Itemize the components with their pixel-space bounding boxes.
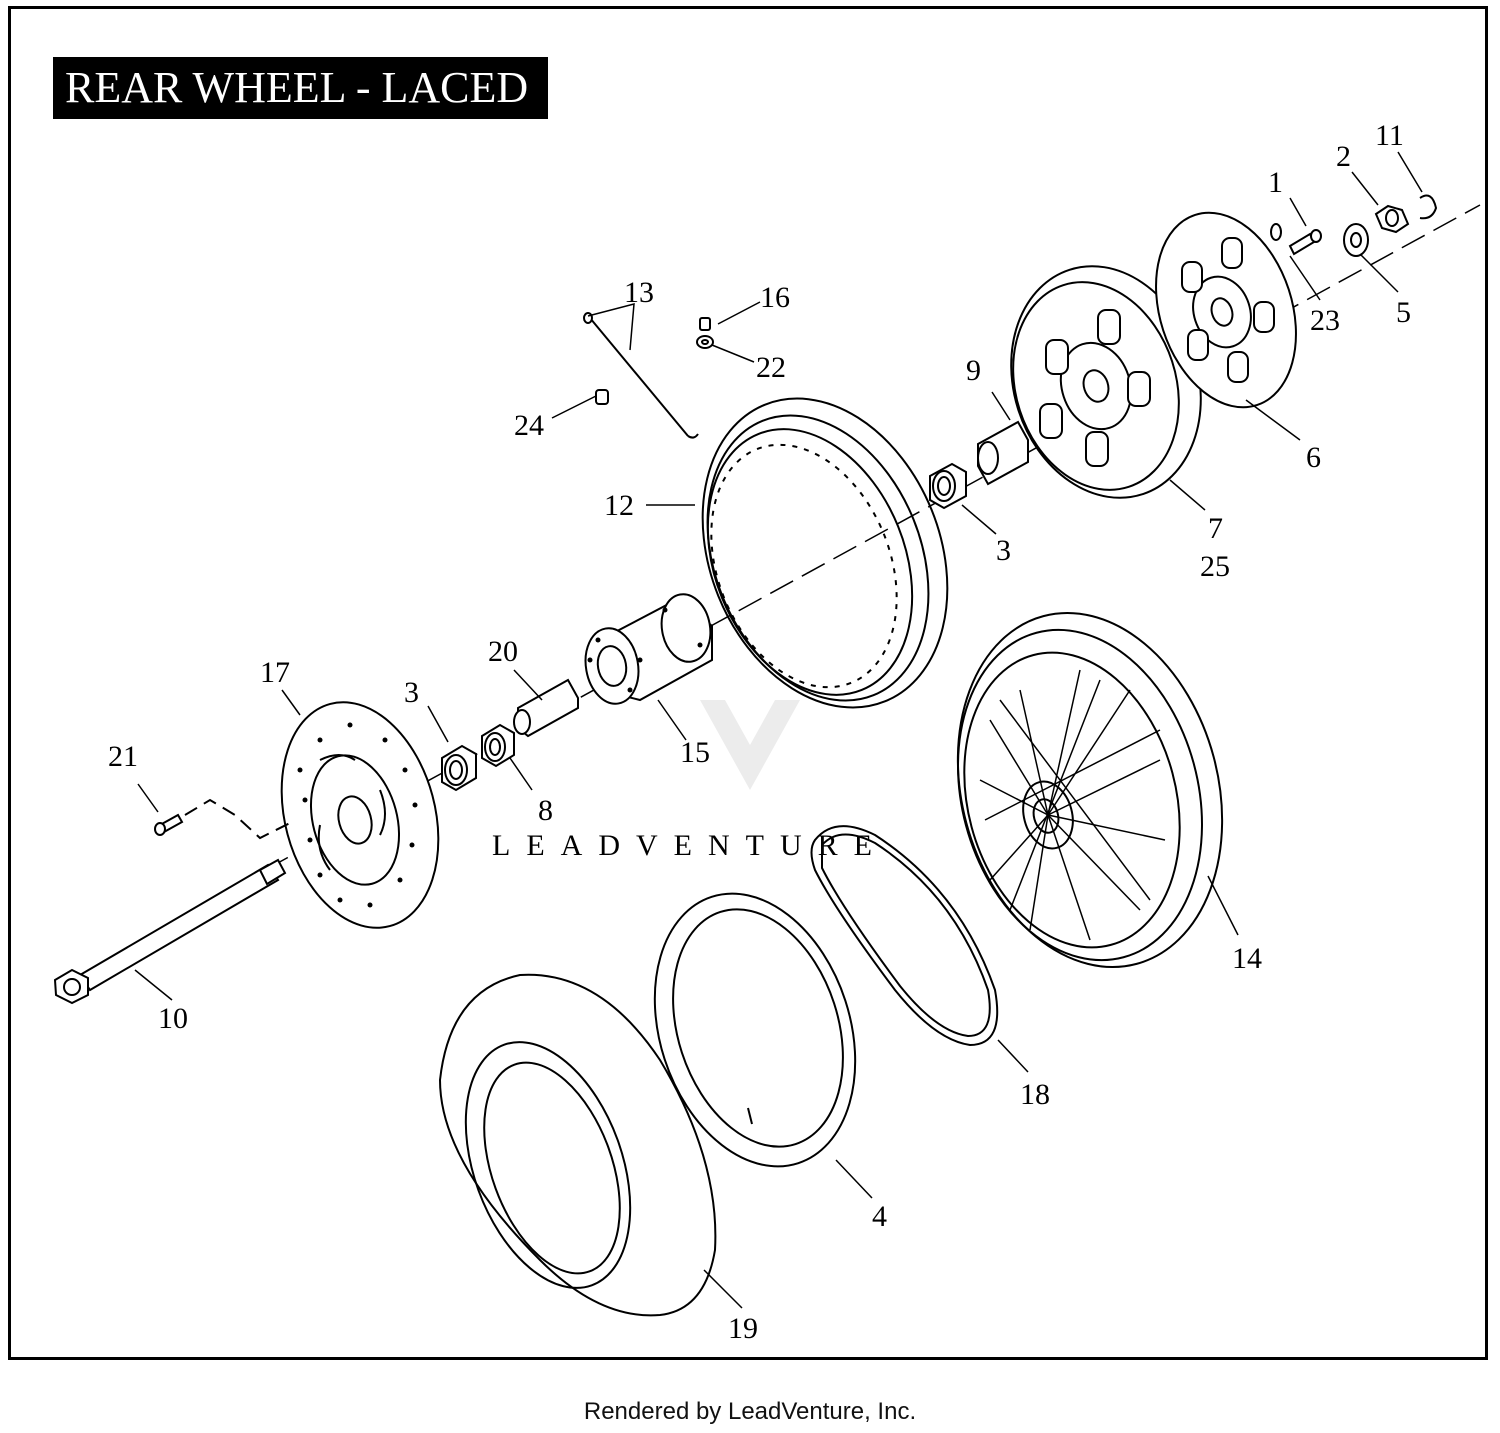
callout-19: 19 bbox=[728, 1312, 758, 1345]
inner-tube-part bbox=[653, 892, 857, 1168]
callout-25: 25 bbox=[1200, 550, 1230, 583]
valve-nut-part bbox=[696, 335, 714, 349]
watermark-logo bbox=[700, 700, 800, 790]
valve-cap-part bbox=[699, 317, 711, 331]
callout-13: 13 bbox=[624, 276, 654, 309]
page-title: REAR WHEEL - LACED bbox=[65, 63, 529, 112]
wheel-hub-part bbox=[584, 593, 713, 705]
callout-15: 15 bbox=[680, 736, 710, 769]
callout-22: 22 bbox=[756, 351, 786, 384]
pulley-bolt-part bbox=[1288, 229, 1322, 256]
small-washer-part bbox=[1270, 223, 1282, 241]
axle-washer-part bbox=[1343, 223, 1369, 257]
title-bar: REAR WHEEL - LACED bbox=[53, 57, 548, 119]
callout-2: 2 bbox=[1336, 140, 1351, 173]
callout-12: 12 bbox=[604, 489, 634, 522]
brake-rotor-part bbox=[280, 701, 440, 929]
spacer-sleeve-part bbox=[513, 678, 579, 738]
watermark: LEADVENTURE bbox=[492, 700, 888, 862]
callout-11: 11 bbox=[1375, 119, 1404, 152]
callout-7: 7 bbox=[1208, 512, 1223, 545]
left-bearing-part bbox=[441, 744, 477, 792]
rear-pulley-part bbox=[1010, 265, 1202, 499]
callout-21: 21 bbox=[108, 740, 138, 773]
rim-strip-part bbox=[810, 825, 999, 1047]
footer-credit: Rendered by LeadVenture, Inc. bbox=[583, 1398, 917, 1425]
callout-20: 20 bbox=[488, 635, 518, 668]
callout-14: 14 bbox=[1232, 942, 1262, 975]
leader-lines bbox=[134, 151, 1423, 1309]
wheel-rim-part bbox=[701, 397, 949, 709]
callout-17: 17 bbox=[260, 656, 290, 689]
callout-5: 5 bbox=[1396, 296, 1411, 329]
callout-3-right: 3 bbox=[996, 534, 1011, 567]
callout-3-left: 3 bbox=[404, 676, 419, 709]
callout-18: 18 bbox=[1020, 1078, 1050, 1111]
pulley-spacer-part bbox=[977, 420, 1029, 486]
callout-16: 16 bbox=[760, 281, 790, 314]
callout-9: 9 bbox=[966, 354, 981, 387]
axle-part bbox=[53, 858, 287, 1005]
callout-6: 6 bbox=[1306, 441, 1321, 474]
axle-nut-part bbox=[1374, 204, 1410, 234]
laced-wheel-assembly-part bbox=[956, 612, 1224, 968]
spacer-ring-part bbox=[481, 723, 515, 768]
callout-4: 4 bbox=[872, 1200, 887, 1233]
callout-10: 10 bbox=[158, 1002, 188, 1035]
callout-24: 24 bbox=[514, 409, 544, 442]
right-bearing-part bbox=[929, 462, 967, 510]
rotor-screw-part bbox=[154, 798, 293, 840]
callout-8: 8 bbox=[538, 794, 553, 827]
tire-part bbox=[438, 973, 717, 1317]
callout-1: 1 bbox=[1268, 166, 1283, 199]
callout-labels: 1 2 11 23 5 6 7 25 9 3 12 13 16 22 24 14… bbox=[108, 119, 1411, 1345]
watermark-text: LEADVENTURE bbox=[492, 829, 888, 862]
spoke-nipple-part bbox=[595, 389, 609, 405]
callout-23: 23 bbox=[1310, 304, 1340, 337]
pulley-insert-part bbox=[1155, 211, 1297, 409]
spoke-part bbox=[583, 312, 699, 439]
retaining-clip-part bbox=[1419, 194, 1438, 220]
